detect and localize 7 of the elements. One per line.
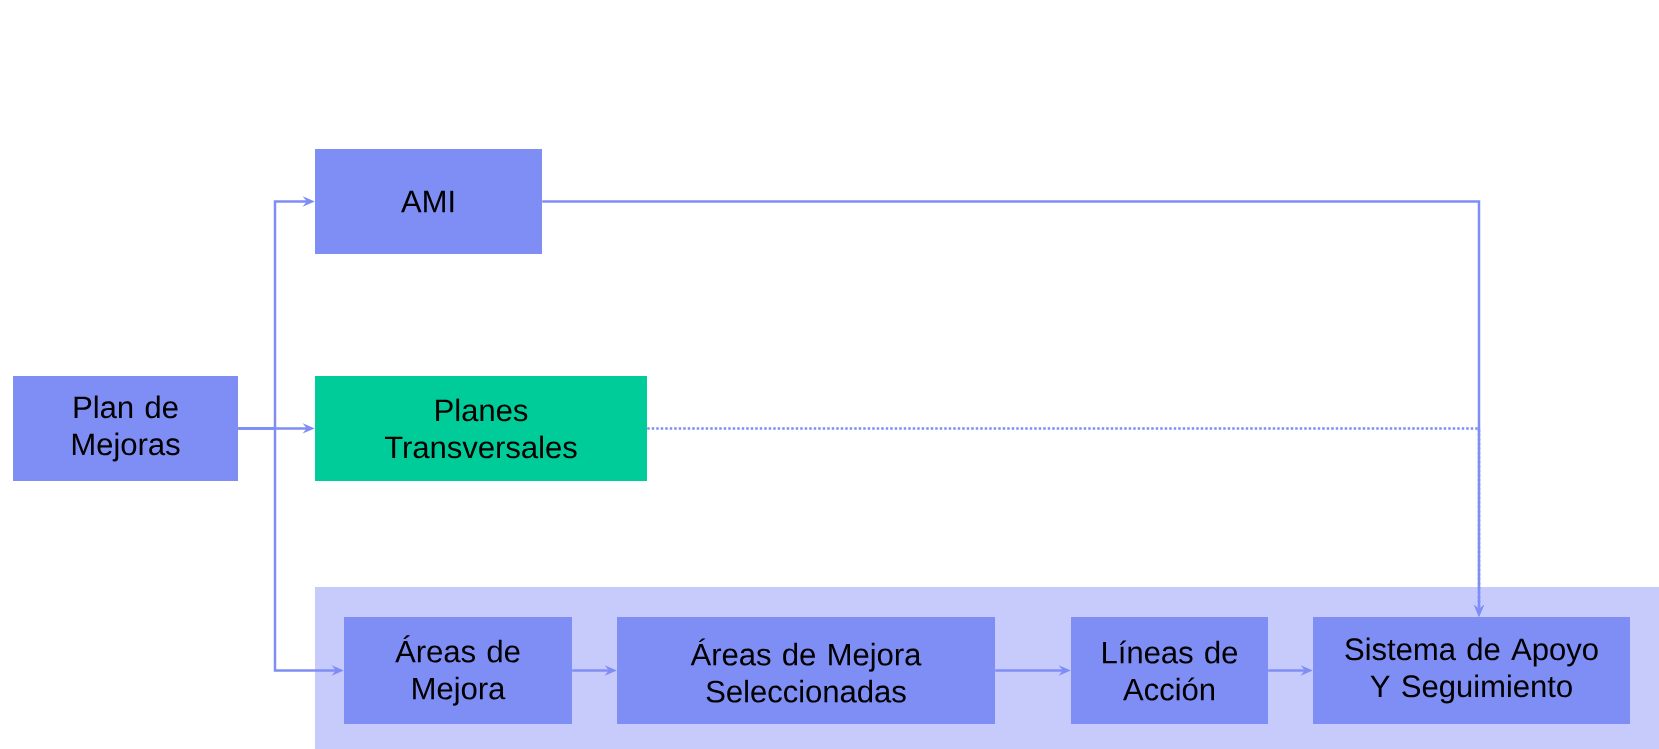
process-box: Líneas de Acción	[1071, 617, 1268, 724]
process-box: AMI	[315, 149, 542, 254]
process-box: Plan de Mejoras	[13, 376, 238, 481]
process-box: Áreas de Mejora	[344, 617, 572, 724]
process-box: Sistema de Apoyo Y Seguimiento	[1313, 617, 1630, 724]
process-box: Áreas de Mejora Seleccionadas	[617, 617, 995, 724]
process-box: Planes Transversales	[315, 376, 647, 481]
